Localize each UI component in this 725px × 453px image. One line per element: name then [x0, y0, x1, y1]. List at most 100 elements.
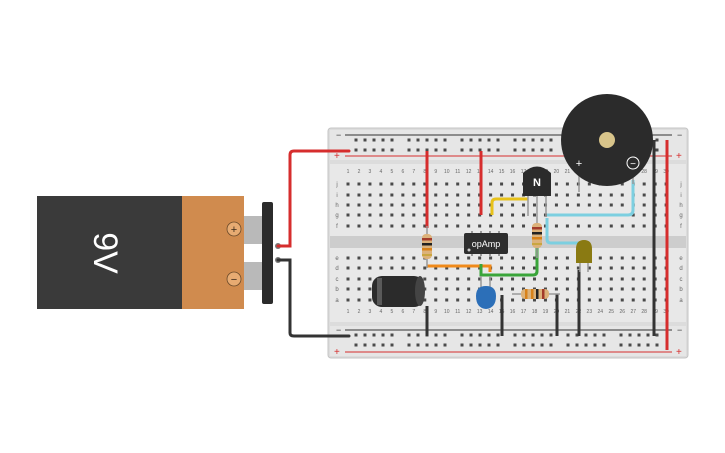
breadboard-hole[interactable] [357, 266, 361, 270]
breadboard-hole[interactable] [609, 277, 613, 281]
breadboard-hole[interactable] [390, 203, 394, 207]
breadboard-hole[interactable] [511, 203, 515, 207]
breadboard-hole[interactable] [467, 213, 471, 217]
breadboard-hole[interactable] [511, 256, 515, 260]
breadboard-hole[interactable] [412, 256, 416, 260]
rail-hole[interactable] [460, 343, 464, 347]
breadboard-hole[interactable] [511, 224, 515, 228]
rail-hole[interactable] [416, 333, 420, 337]
breadboard-hole[interactable] [598, 256, 602, 260]
breadboard-hole[interactable] [631, 287, 635, 291]
breadboard-hole[interactable] [631, 298, 635, 302]
rail-hole[interactable] [372, 333, 376, 337]
breadboard-hole[interactable] [511, 193, 515, 197]
breadboard-hole[interactable] [401, 266, 405, 270]
rail-hole[interactable] [584, 333, 588, 337]
breadboard-hole[interactable] [631, 224, 635, 228]
breadboard-hole[interactable] [445, 256, 449, 260]
rail-hole[interactable] [646, 333, 650, 337]
breadboard-hole[interactable] [587, 203, 591, 207]
battery-connector[interactable] [262, 202, 273, 304]
breadboard-hole[interactable] [379, 266, 383, 270]
rail-hole[interactable] [637, 343, 641, 347]
rail-hole[interactable] [646, 343, 650, 347]
breadboard-hole[interactable] [434, 298, 438, 302]
wire-green[interactable] [479, 246, 539, 277]
breadboard-hole[interactable] [423, 213, 427, 217]
breadboard-hole[interactable] [423, 298, 427, 302]
rail-hole[interactable] [487, 148, 491, 152]
breadboard-hole[interactable] [357, 298, 361, 302]
breadboard-hole[interactable] [423, 277, 427, 281]
breadboard-hole[interactable] [543, 266, 547, 270]
breadboard-hole[interactable] [500, 182, 504, 186]
breadboard-hole[interactable] [511, 287, 515, 291]
breadboard-hole[interactable] [478, 224, 482, 228]
breadboard-hole[interactable] [456, 256, 460, 260]
breadboard-hole[interactable] [368, 203, 372, 207]
rail-hole[interactable] [381, 343, 385, 347]
breadboard-hole[interactable] [565, 193, 569, 197]
breadboard-hole[interactable] [598, 298, 602, 302]
breadboard-hole[interactable] [642, 266, 646, 270]
breadboard-hole[interactable] [631, 266, 635, 270]
rail-hole[interactable] [602, 333, 606, 337]
breadboard-hole[interactable] [434, 213, 438, 217]
breadboard-hole[interactable] [434, 193, 438, 197]
breadboard-hole[interactable] [609, 287, 613, 291]
rail-hole[interactable] [372, 148, 376, 152]
rail-hole[interactable] [390, 333, 394, 337]
rail-hole[interactable] [434, 333, 438, 337]
rail-hole[interactable] [443, 343, 447, 347]
rail-hole[interactable] [478, 148, 482, 152]
breadboard-hole[interactable] [467, 277, 471, 281]
rail-hole[interactable] [540, 333, 544, 337]
breadboard-hole[interactable] [467, 266, 471, 270]
rail-hole[interactable] [655, 343, 659, 347]
breadboard-hole[interactable] [401, 193, 405, 197]
rail-hole[interactable] [531, 148, 535, 152]
breadboard-hole[interactable] [587, 182, 591, 186]
breadboard-hole[interactable] [390, 213, 394, 217]
breadboard-hole[interactable] [642, 298, 646, 302]
breadboard-hole[interactable] [434, 203, 438, 207]
rail-hole[interactable] [487, 333, 491, 337]
rail-hole[interactable] [549, 343, 553, 347]
breadboard-hole[interactable] [346, 213, 350, 217]
rail-hole[interactable] [513, 333, 517, 337]
breadboard-hole[interactable] [434, 266, 438, 270]
breadboard-hole[interactable] [631, 213, 635, 217]
breadboard-hole[interactable] [401, 224, 405, 228]
breadboard-hole[interactable] [554, 277, 558, 281]
breadboard-hole[interactable] [522, 256, 526, 260]
rail-hole[interactable] [381, 148, 385, 152]
wire-cyan-1[interactable] [547, 180, 635, 217]
breadboard-hole[interactable] [500, 256, 504, 260]
breadboard-hole[interactable] [532, 266, 536, 270]
rail-hole[interactable] [434, 138, 438, 142]
breadboard-hole[interactable] [423, 224, 427, 228]
breadboard-hole[interactable] [565, 256, 569, 260]
breadboard-hole[interactable] [412, 213, 416, 217]
breadboard-hole[interactable] [543, 224, 547, 228]
breadboard-hole[interactable] [368, 224, 372, 228]
breadboard-hole[interactable] [642, 182, 646, 186]
ceramic-capacitor[interactable] [476, 276, 496, 309]
rail-hole[interactable] [443, 148, 447, 152]
breadboard-hole[interactable] [379, 182, 383, 186]
rail-hole[interactable] [381, 138, 385, 142]
breadboard-hole[interactable] [368, 287, 372, 291]
breadboard-hole[interactable] [576, 266, 580, 270]
breadboard-hole[interactable] [631, 256, 635, 260]
rail-hole[interactable] [363, 148, 367, 152]
breadboard-hole[interactable] [598, 203, 602, 207]
rail-hole[interactable] [593, 343, 597, 347]
breadboard-hole[interactable] [346, 298, 350, 302]
breadboard-hole[interactable] [456, 213, 460, 217]
breadboard-hole[interactable] [368, 213, 372, 217]
breadboard-hole[interactable] [467, 193, 471, 197]
rail-hole[interactable] [513, 138, 517, 142]
breadboard-hole[interactable] [489, 182, 493, 186]
breadboard-hole[interactable] [620, 277, 624, 281]
breadboard-hole[interactable] [412, 224, 416, 228]
